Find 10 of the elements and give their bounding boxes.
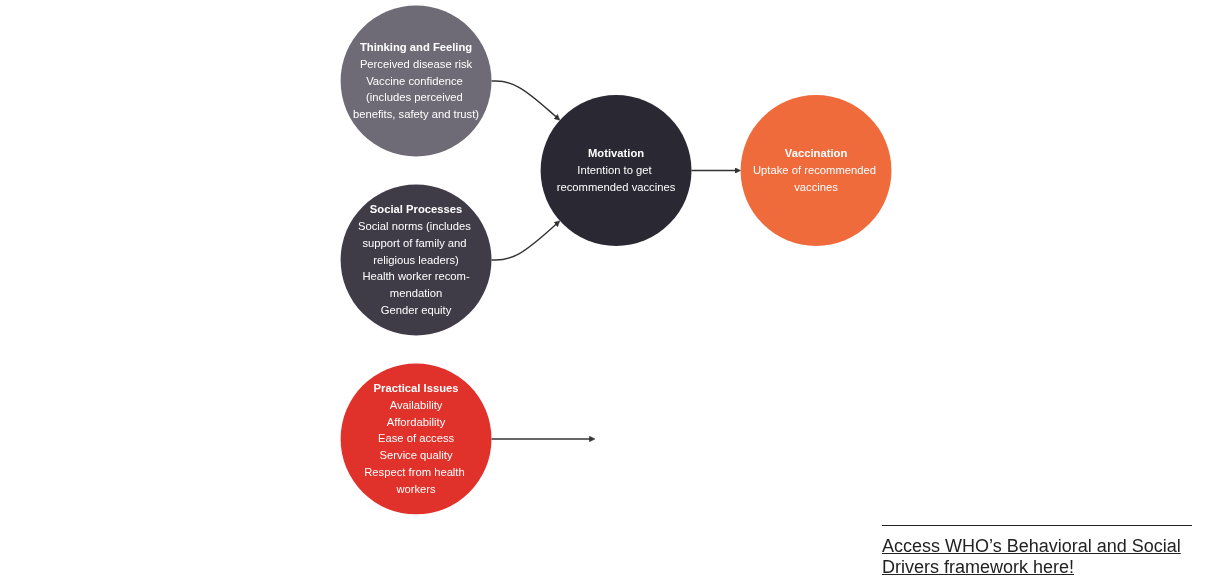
arrow [490, 80, 561, 121]
arrow [490, 220, 561, 261]
node-circle: Practical Issues Availability Affordability Ease of access Service quality Respect from health workers [340, 363, 492, 515]
node-circle: Vaccination Uptake of recommended vaccines [740, 95, 892, 246]
arrow [690, 167, 741, 174]
node-circle: Motivation Intention to get recommended vaccines [540, 95, 692, 246]
framework-link: Access WHO’s Behavioral and Social Drivers framework here! [882, 536, 1182, 578]
arrow [490, 435, 596, 442]
node-circle: Social Processes Social norms (includes support of family and religious leaders) Health worker recom-mendation Gender equity [340, 184, 492, 336]
node-circle: Thinking and Feeling Perceived disease risk Vaccine confidence (includes perceived benefits, safety and trust) [340, 5, 492, 157]
